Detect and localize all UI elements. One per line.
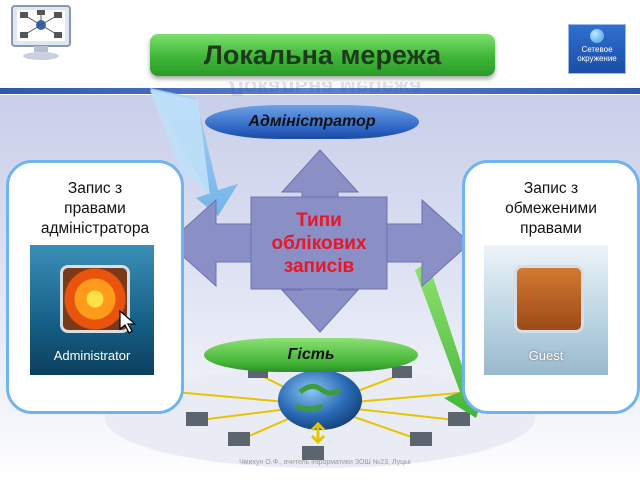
header-divider: [0, 88, 640, 94]
network-places-icon: [590, 29, 604, 43]
center-line: облікових: [271, 232, 367, 254]
mouse-cursor-icon: [119, 309, 137, 334]
title-banner: Локальна мережа: [150, 34, 495, 76]
globe-icon: [278, 370, 362, 430]
network-monitor-icon: [11, 5, 71, 60]
page-title: Локальна мережа: [203, 39, 442, 70]
account-types-label: Типи облікових записів: [251, 197, 387, 289]
administrator-tile: Administrator: [30, 245, 154, 375]
guest-caption: Guest: [528, 348, 564, 363]
limited-account-label: Запис з обмеженими правами: [465, 179, 637, 239]
four-way-arrow: [167, 149, 471, 333]
admin-account-label: Запис з правами адміністратора: [9, 179, 181, 239]
administrator-caption: Administrator: [53, 348, 131, 363]
network-places-badge: Сетевое окружение: [568, 24, 626, 74]
administrator-pill: Адміністратор: [205, 105, 419, 139]
network-places-label: Сетевое окружение: [577, 45, 617, 63]
suitcase-avatar-icon: [514, 265, 584, 333]
card-line: адміністратора: [40, 220, 150, 237]
card-line: обмеженими: [505, 200, 597, 217]
author-footer: Чмихун О.Ф., вчитель інформатики ЗОШ №23…: [239, 459, 411, 466]
card-line: Запис з: [67, 180, 123, 197]
card-line: правами: [64, 200, 126, 217]
guest-tile: Guest: [484, 245, 608, 375]
flower-avatar-icon: [60, 265, 130, 333]
card-line: правами: [520, 220, 582, 237]
center-line: записів: [283, 255, 355, 277]
card-line: Запис з: [523, 180, 579, 197]
center-line: Типи: [296, 209, 342, 231]
guest-pill: Гість: [204, 338, 418, 372]
green-pointer-arrow: [415, 262, 488, 418]
